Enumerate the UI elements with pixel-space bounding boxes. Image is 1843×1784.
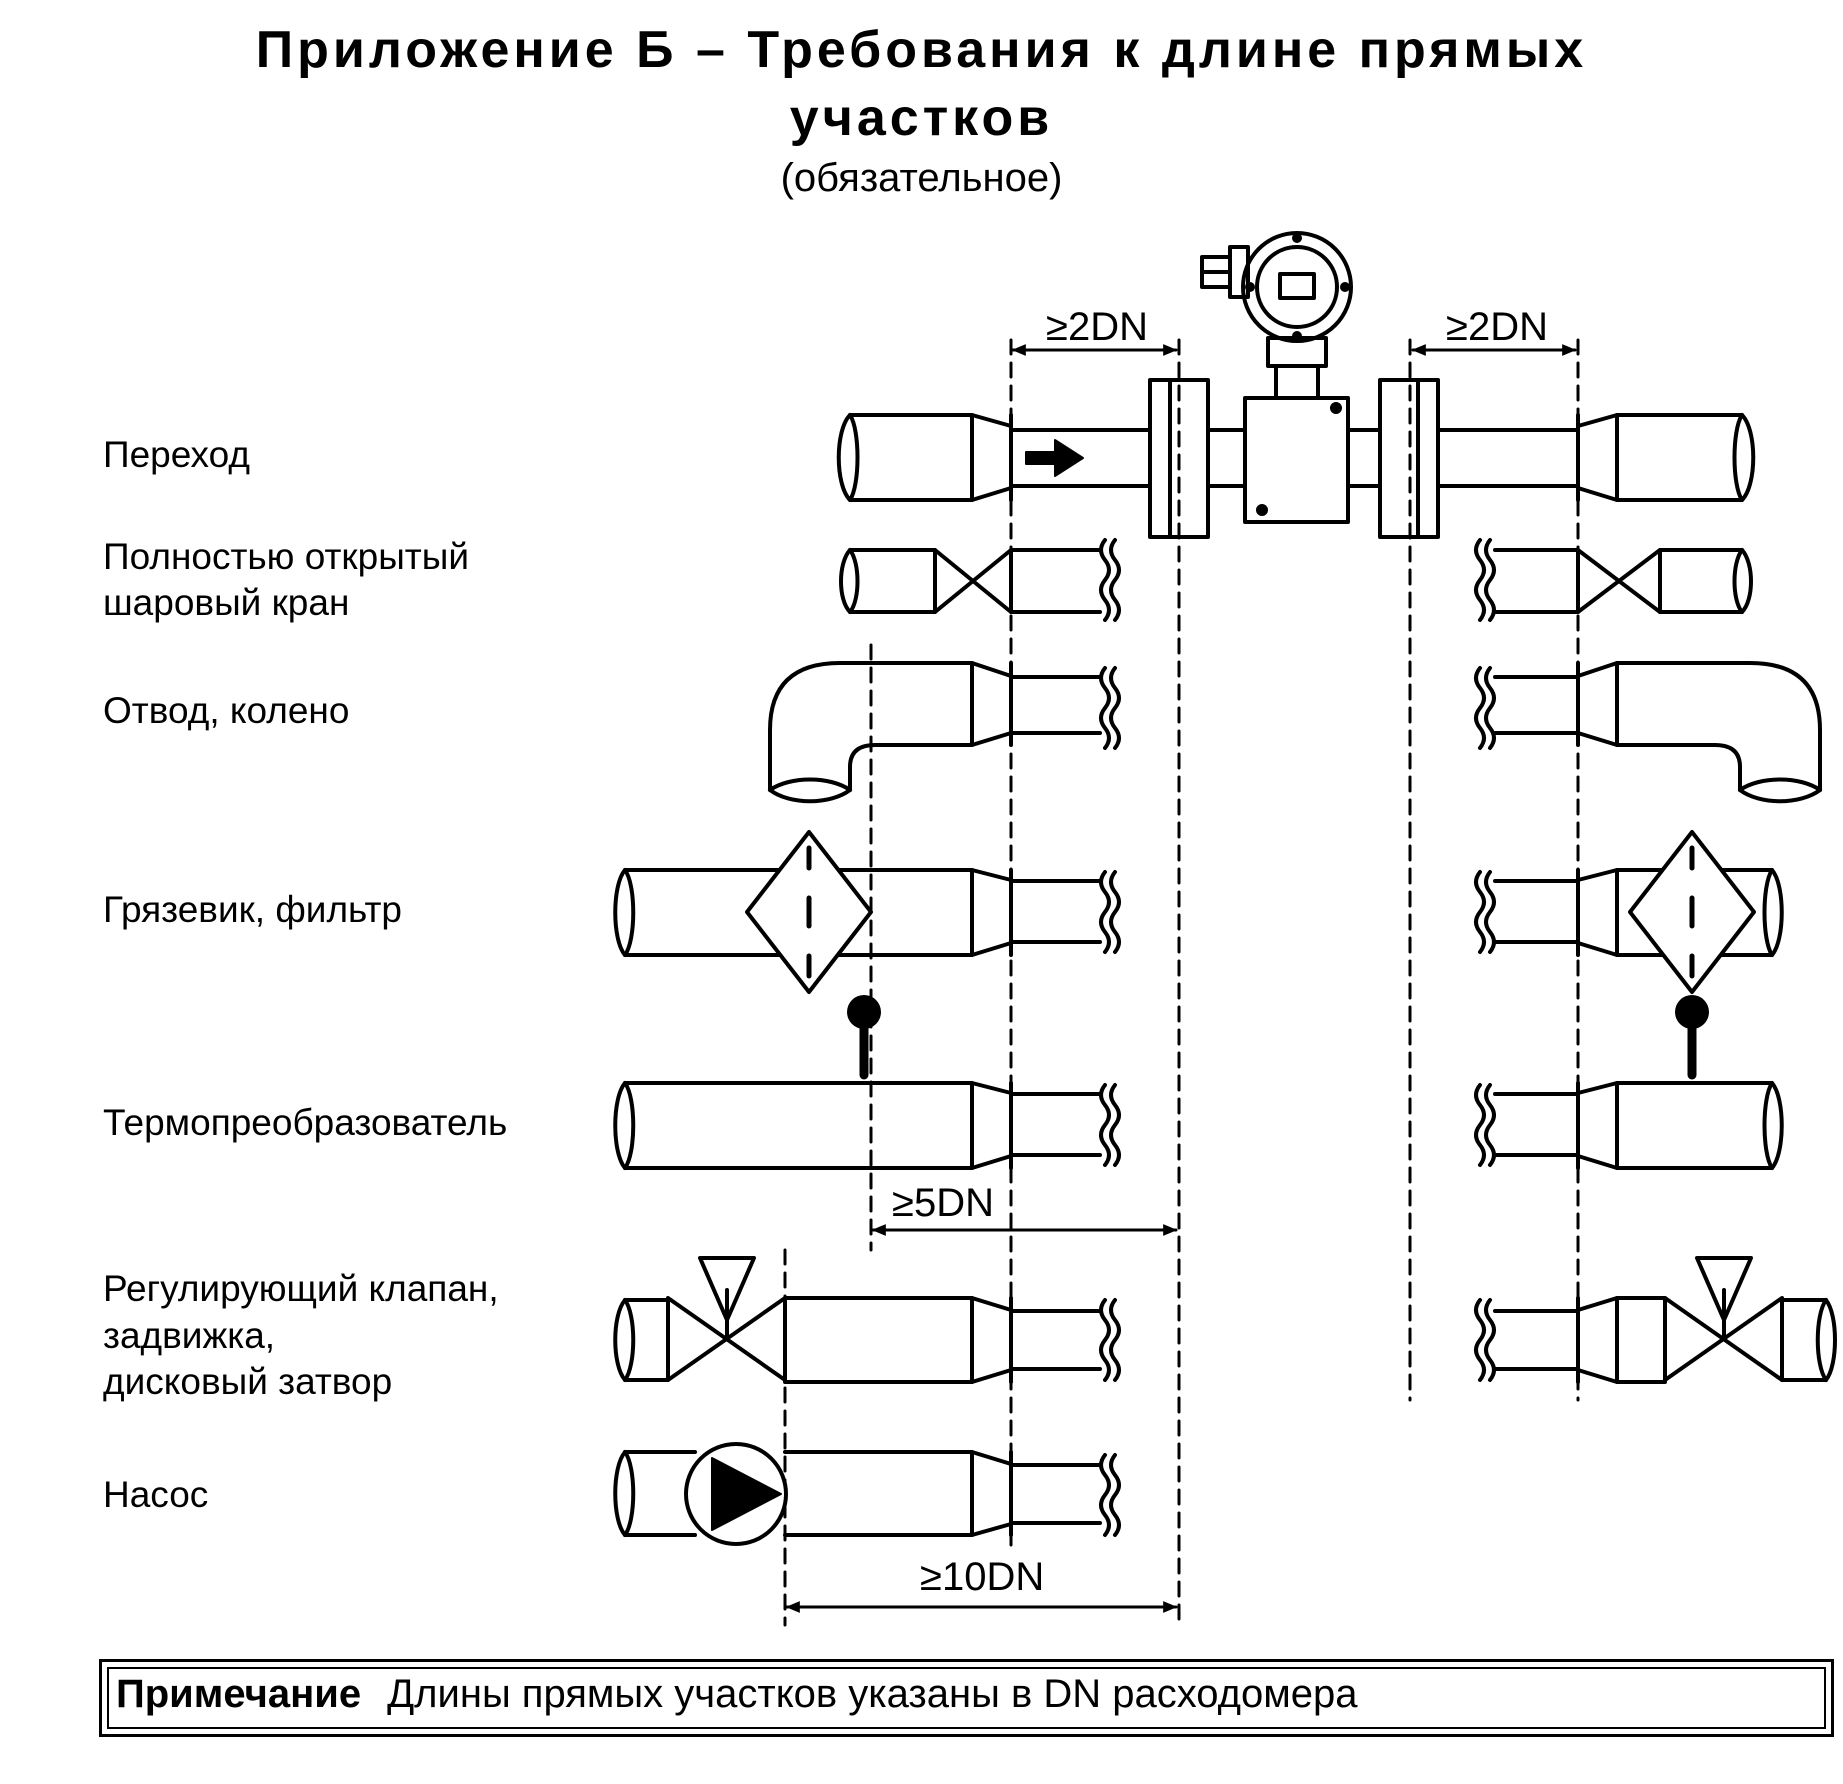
filter-row	[613, 830, 1784, 994]
note-text-line: Примечание Длины прямых участков указаны …	[116, 1668, 1357, 1720]
thermometer-row	[613, 1015, 1784, 1170]
label-elbow: Отвод, колено	[103, 690, 350, 731]
note-inner-border	[107, 1667, 1826, 1729]
pump-row	[613, 1442, 1121, 1546]
dim-label-5dn: ≥5DN	[892, 1181, 994, 1225]
page-title-line-2: участков	[789, 89, 1054, 147]
dim-label-10dn: ≥10DN	[920, 1555, 1044, 1599]
dimension-arrows	[785, 344, 1577, 1613]
thermometer-icon	[847, 995, 881, 1029]
dim-label-2dn-downstream: ≥2DN	[1446, 305, 1548, 349]
thermometer-icon	[1675, 995, 1709, 1029]
note-body: Длины прямых участков указаны в DN расхо…	[387, 1672, 1358, 1716]
label-control-valve-line-1: Регулирующий клапан,	[103, 1268, 499, 1309]
page-title-line-1: Приложение Б – Требования к длине прямых	[255, 21, 1588, 79]
label-control-valve-line-2: задвижка,	[103, 1315, 276, 1356]
label-pump: Насос	[103, 1474, 209, 1515]
flow-direction-icon	[1025, 439, 1084, 477]
label-ball-valve-line-2: шаровый кран	[103, 582, 350, 623]
label-control-valve-line-3: дисковый затвор	[103, 1361, 393, 1402]
pump-icon	[711, 1457, 782, 1531]
dim-label-2dn-upstream: ≥2DN	[1046, 305, 1148, 349]
label-thermometer: Термопреобразователь	[103, 1102, 508, 1143]
label-transition: Переход	[103, 434, 250, 475]
page-subtitle: (обязательное)	[780, 156, 1063, 200]
transition-row	[836, 231, 1756, 539]
note-box: Примечание Длины прямых участков указаны …	[99, 1659, 1834, 1737]
ball-valve-row	[839, 538, 1753, 622]
reference-lines	[783, 338, 1580, 1627]
label-filter: Грязевик, фильтр	[103, 889, 402, 930]
note-heading: Примечание	[116, 1672, 362, 1716]
control-valve-row	[613, 1256, 1837, 1384]
label-ball-valve-line-1: Полностью открытый	[103, 536, 469, 577]
elbow-row	[768, 661, 1822, 804]
